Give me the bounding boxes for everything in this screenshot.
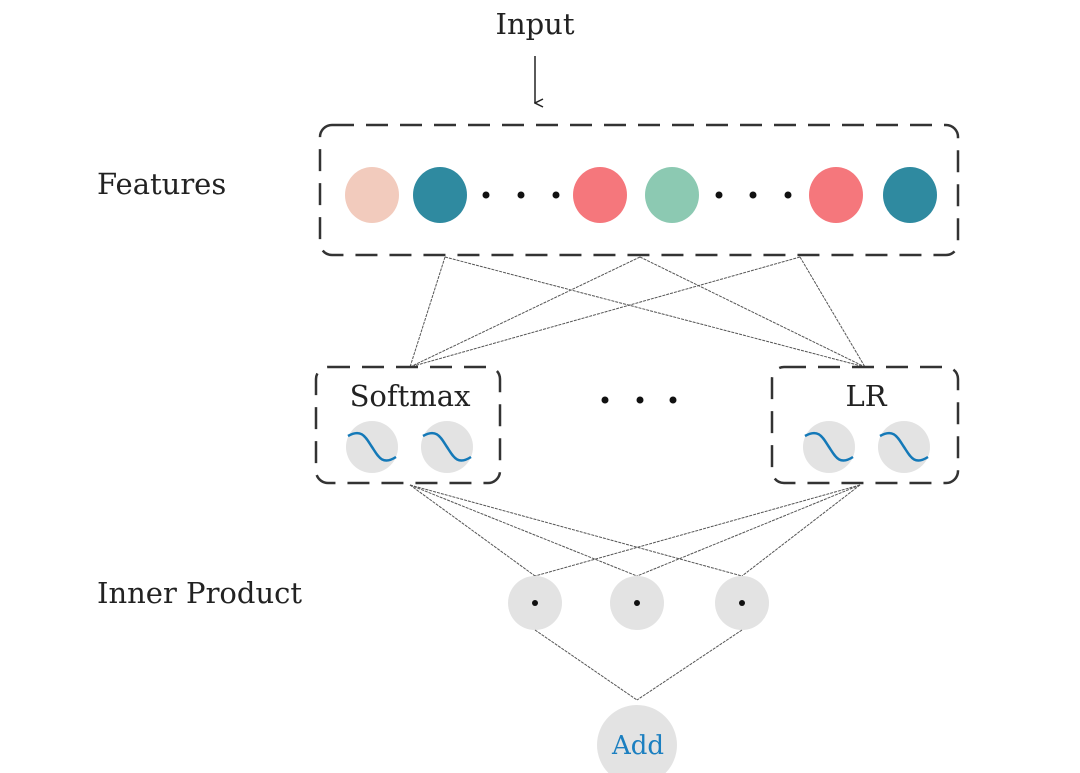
feature-node bbox=[573, 167, 627, 223]
feature-nodes bbox=[345, 167, 937, 223]
sigmoid-curve-icon bbox=[422, 431, 472, 462]
sigmoid-curve-icon bbox=[804, 431, 854, 462]
expert-connections bbox=[409, 484, 861, 577]
feature-node bbox=[413, 167, 467, 223]
feature-node bbox=[345, 167, 399, 223]
sigmoid-node bbox=[803, 421, 855, 473]
sigmoid-node bbox=[346, 421, 398, 473]
middle-ellipsis bbox=[601, 396, 677, 404]
features-box bbox=[318, 123, 960, 257]
add-label: Add bbox=[611, 731, 664, 761]
sigmoid-node bbox=[421, 421, 473, 473]
add-node bbox=[597, 705, 677, 773]
feature-node bbox=[645, 167, 699, 223]
sigmoid-node bbox=[878, 421, 930, 473]
sigmoid-nodes bbox=[346, 421, 930, 473]
softmax-label: Softmax bbox=[350, 379, 471, 413]
features-label: Features bbox=[97, 167, 226, 201]
feature-node bbox=[883, 167, 937, 223]
input-label: Input bbox=[495, 7, 574, 41]
inner-product-nodes bbox=[508, 576, 769, 630]
softmax-box bbox=[314, 365, 502, 485]
lr-box bbox=[770, 365, 960, 485]
inner-product-label: Inner Product bbox=[97, 576, 302, 610]
feature-node bbox=[809, 167, 863, 223]
add-connections bbox=[534, 629, 743, 701]
sigmoid-curve-icon bbox=[879, 431, 929, 462]
sigmoid-curve-icon bbox=[347, 431, 397, 462]
lr-label: LR bbox=[845, 379, 887, 413]
feature-connections bbox=[409, 256, 866, 368]
feature-ellipsis bbox=[482, 191, 792, 199]
